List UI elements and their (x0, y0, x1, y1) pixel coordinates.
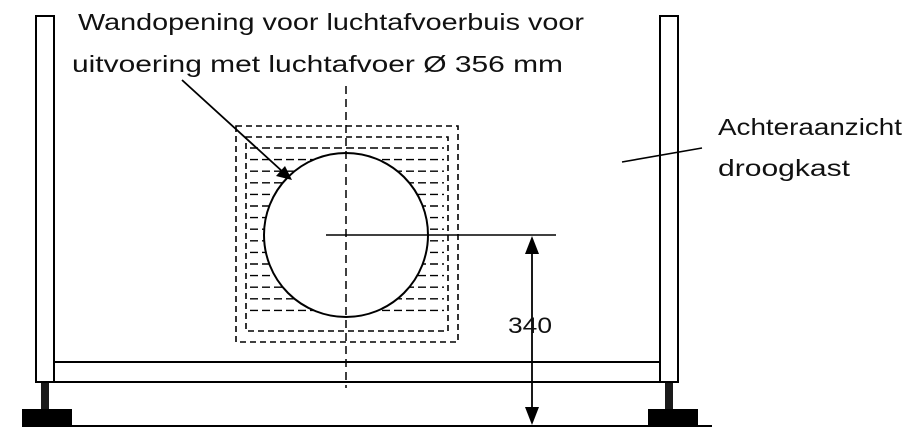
view-label-line2: droogkast (718, 155, 851, 181)
left-foot (22, 409, 72, 425)
right-post (648, 15, 698, 425)
opening-label-line2: uitvoering met luchtafvoer Ø 356 mm (72, 51, 563, 77)
dimension-value: 340 (508, 313, 552, 338)
view-label-line1: Achteraanzicht (718, 114, 903, 140)
grille-inner-outline (245, 136, 449, 332)
bottom-rail (53, 361, 661, 383)
opening-leader-arrow (181, 79, 292, 180)
right-foot-screw (665, 383, 673, 409)
right-foot (648, 409, 698, 425)
grille-outer-outline (235, 125, 459, 343)
opening-label-line1: Wandopening voor luchtafvoerbuis voor (78, 9, 584, 35)
left-foot-screw (41, 383, 49, 409)
dimension-arrow-down (525, 407, 539, 425)
dimension-line (525, 236, 539, 425)
dimension-arrow-up (525, 236, 539, 254)
left-post (22, 15, 72, 425)
view-leader-line (621, 147, 703, 163)
